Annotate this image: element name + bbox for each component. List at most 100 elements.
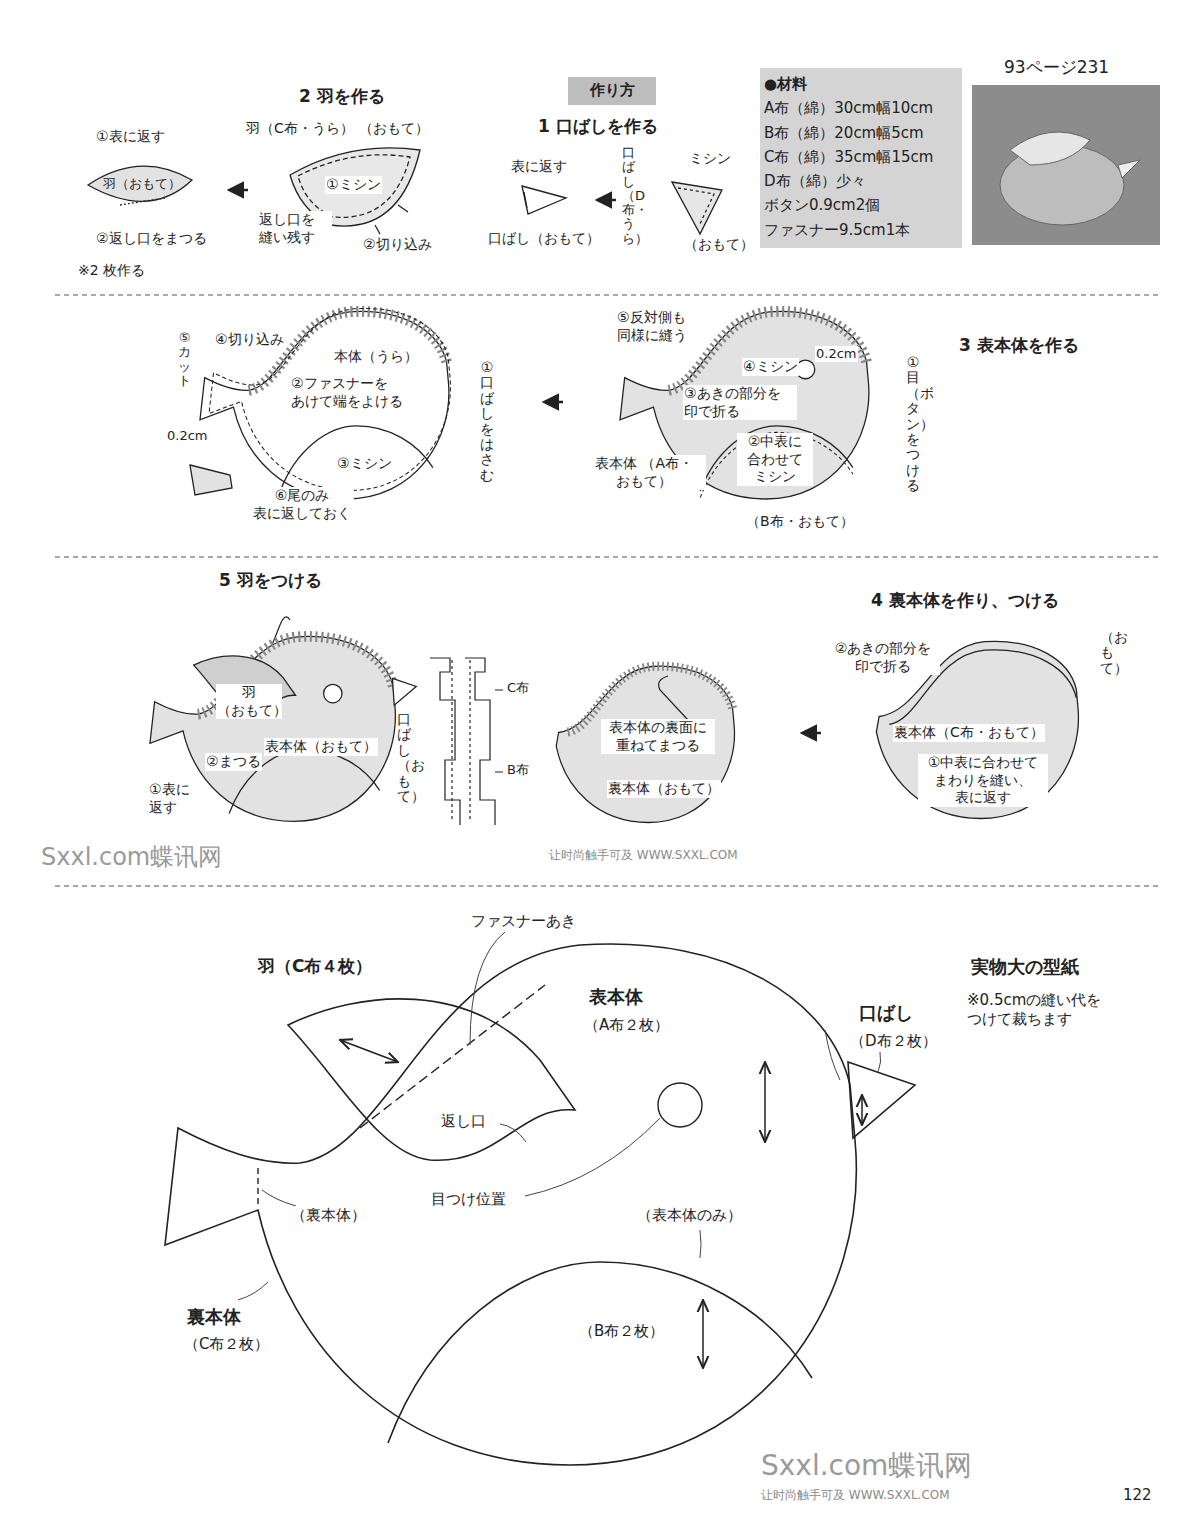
callout-number: ④ミシン [742,358,799,376]
callout-number: ②ファスナーを あけて端をよける [290,375,420,410]
part-name: 裏本体（おもて） [607,780,721,798]
tail-detail [190,465,232,495]
panel-heading: 作り方 [590,81,635,101]
callout-number: ①中表に合わせて まわりを縫い、 表に返す [918,754,1048,807]
step-heading: 5 羽をつける [218,570,323,591]
wing-step [88,148,420,234]
pattern-label: （D布２枚） [849,1032,938,1051]
note: ※2 枚作る [77,262,146,280]
tail-detail-part [190,465,232,495]
grain-arrow [340,1040,862,1368]
part-name: 口ばし（おもて） [487,230,601,248]
callout-number: ①口ばしをはさむ [480,360,494,483]
step-arrow-part [598,199,616,202]
pattern-label: 目つけ位置 [430,1190,507,1209]
callout-number: ③あきの部分を 印で折る [683,385,797,420]
panel-line: B布（綿）20cm幅5cm [764,121,924,145]
pattern-label: （B布２枚） [578,1322,665,1341]
cross-section-part [495,690,503,772]
callout-number: ②中表に 合わせて ミシン [737,433,813,486]
section-tag: 作り方 [568,77,656,105]
watermark: 让时尚触手可及 WWW.SXXL.COM [760,1488,951,1503]
part-name: 羽（おもて） [102,176,182,192]
panel-line: ファスナー9.5cm1本 [764,218,910,242]
part-name: 羽 （おもて） [216,684,282,719]
body-step-right-part [700,426,853,491]
note: ※0.5cmの縫い代を つけて裁ちます [966,991,1118,1029]
callout-label: 表に返す [510,158,568,176]
callout-label: （おもて） [358,120,430,138]
section-divider-part [55,556,1160,557]
pattern-outline [165,944,915,1465]
grain-arrow-part [764,1062,766,1142]
wing-step-part [298,155,410,218]
section-divider [55,295,1160,886]
callout-number: ②あきの部分を 印で折る [826,640,940,675]
pattern-outline-part [165,944,856,1465]
product-photo-part [1118,160,1140,178]
pattern-part: 裏本体 [186,1306,242,1329]
needle-part [659,676,688,720]
step-heading: 3 表本体を作る [958,335,1080,356]
body-step-left [200,308,450,499]
callout-label: （おもて） [1100,630,1114,676]
pattern-label: （C布２枚） [183,1335,270,1354]
pattern-label: （A布２枚） [583,1016,670,1035]
leader-line [238,932,881,1300]
pattern-outline-part [848,1062,915,1138]
body-step-right-part [796,360,815,379]
pattern-part: 口ばし [858,1002,914,1025]
callout-number: ②切り込み [362,236,433,254]
part-name: 表本体 （A布・おもて） [582,455,706,490]
beak-step-part [522,186,566,214]
step-arrow-part [545,401,563,404]
grain-arrow-part [340,1040,398,1062]
callout-number: ⑤反対側も 同様に縫う [616,309,702,344]
cross-section-part [452,660,470,820]
pattern-outline-part [288,999,575,1160]
pattern-label: 返し口 [440,1112,487,1131]
callout-label: 表本体の裏面に 重ねてまつる [601,719,715,754]
body-step-four-middle-part [556,666,734,822]
panel-heading: ●材料 [764,72,807,96]
page-number: 122 [1122,1486,1153,1505]
beak-step-part [678,188,714,226]
beak-step-part [672,182,722,234]
callout-number: ①表に 返す [148,781,198,816]
section-divider-part [55,885,1160,886]
body-step-left-part [209,308,450,490]
beak-step-part [524,192,527,208]
body-step-left-part [200,311,449,499]
step-heading: 1 口ばしを作る [537,116,659,137]
pattern-part: 羽（C布４枚） [257,956,373,977]
panel-line: C布（綿）35cm幅15cm [764,145,933,169]
callout-label: （おもて） [683,236,755,254]
pattern-label: （裏本体） [290,1206,367,1225]
materials-panel: ●材料A布（綿）30cm幅10cmB布（綿）20cm幅5cmC布（綿）35cm幅… [760,68,962,248]
body-step-five-part [324,684,342,702]
callout-number: ⑥尾のみ 表に返しておく [250,487,354,522]
product-photo [972,85,1160,245]
callout-number: ⑤カット [178,331,191,388]
step-heading: 2 羽を作る [298,86,386,107]
pattern-label: （表本体のみ） [636,1206,743,1225]
product-photo-part [1010,132,1090,165]
part-name: 裏本体（C布・おもて） [893,724,1045,742]
part-name: （B布・おもて） [745,513,855,531]
leader-line-part [500,1124,526,1142]
step-heading: 4 裏本体を作り、つける [870,590,1060,611]
body-step-four-middle [556,666,734,822]
callout-label: 返し口を 縫い残す [258,211,332,246]
wing-step-part [120,198,165,205]
callout-number: ②返し口をまつる [95,230,208,248]
body-step-five-part [392,678,416,705]
cross-section [430,658,503,825]
part-name: 羽（C布・うら） [245,120,355,138]
leader-line-part [470,932,505,1045]
callout-number: ③ミシン [336,455,393,473]
panel-line: ボタン0.9cm2個 [764,193,880,217]
cross-section-part [430,658,460,825]
leader-line-part [262,1190,296,1206]
grain-arrow-part [861,1095,863,1125]
pattern-outline-part [658,1083,702,1127]
